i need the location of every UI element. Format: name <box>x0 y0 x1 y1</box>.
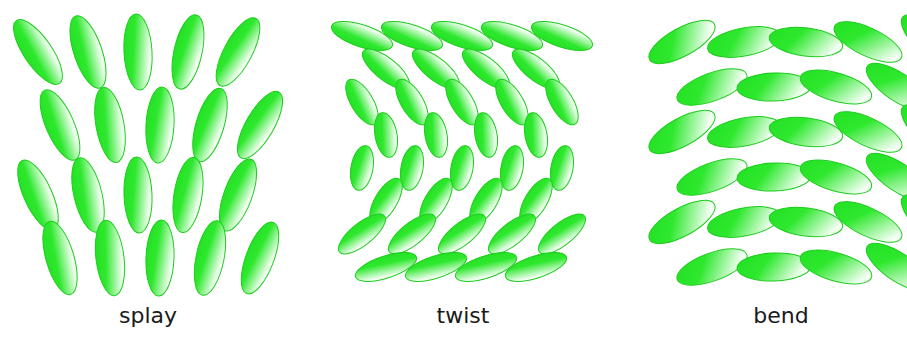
molecule-ellipse <box>521 111 551 159</box>
molecule-ellipse <box>352 247 420 288</box>
molecule-ellipse <box>860 55 907 120</box>
molecule-ellipse <box>860 235 907 300</box>
molecule-ellipse <box>533 207 592 260</box>
bend-molecules <box>643 6 907 299</box>
molecule-ellipse <box>483 207 542 260</box>
molecule-ellipse <box>122 13 154 90</box>
molecule-ellipse <box>829 104 907 161</box>
molecule-ellipse <box>893 6 907 77</box>
molecule-ellipse <box>768 23 845 60</box>
molecule-ellipse <box>229 85 291 165</box>
molecule-ellipse <box>123 156 154 233</box>
molecule-ellipse <box>378 16 446 57</box>
molecule-ellipse <box>471 111 501 159</box>
molecule-ellipse <box>383 207 442 260</box>
molecule-ellipse <box>433 207 492 260</box>
molecule-ellipse <box>829 14 907 71</box>
molecule-ellipse <box>145 219 176 296</box>
molecule-ellipse <box>860 145 907 210</box>
molecule-ellipse <box>36 218 84 299</box>
molecule-ellipse <box>893 186 907 257</box>
panel-label: bend <box>753 303 808 328</box>
molecule-ellipse <box>189 218 231 298</box>
molecule-ellipse <box>421 111 451 159</box>
molecule-ellipse <box>502 247 570 288</box>
molecule-ellipse <box>347 144 377 192</box>
molecule-ellipse <box>32 85 88 166</box>
molecule-ellipse <box>166 12 210 92</box>
molecule-ellipse <box>402 247 470 288</box>
molecule-ellipse <box>5 13 71 92</box>
molecule-ellipse <box>643 102 721 162</box>
molecule-ellipse <box>768 113 845 150</box>
panel-label: splay <box>119 303 177 328</box>
molecule-ellipse <box>90 85 131 165</box>
molecule-ellipse <box>797 153 876 200</box>
molecule-ellipse <box>208 12 269 92</box>
molecule-ellipse <box>91 219 128 298</box>
molecule-ellipse <box>333 207 392 260</box>
molecule-ellipse <box>371 111 401 159</box>
molecule-ellipse <box>797 243 876 290</box>
molecule-ellipse <box>528 16 596 57</box>
molecule-ellipse <box>768 203 845 240</box>
molecule-ellipse <box>539 74 584 129</box>
molecule-ellipse <box>478 16 546 57</box>
molecule-ellipse <box>893 96 907 167</box>
molecule-ellipse <box>452 247 520 288</box>
molecule-ellipse <box>62 12 113 93</box>
molecule-ellipse <box>234 218 287 299</box>
molecule-ellipse <box>328 16 396 57</box>
molecule-ellipse <box>643 192 721 252</box>
molecule-ellipse <box>797 63 876 110</box>
molecule-ellipse <box>643 12 721 72</box>
molecule-ellipse <box>186 85 235 166</box>
molecule-ellipse <box>168 155 207 234</box>
molecule-ellipse <box>829 194 907 251</box>
splay-molecules <box>5 12 291 299</box>
molecule-ellipse <box>9 155 66 236</box>
molecule-ellipse <box>428 16 496 57</box>
molecule-ellipse <box>144 86 176 163</box>
twist-molecules <box>328 16 596 288</box>
panel-label: twist <box>437 303 490 328</box>
